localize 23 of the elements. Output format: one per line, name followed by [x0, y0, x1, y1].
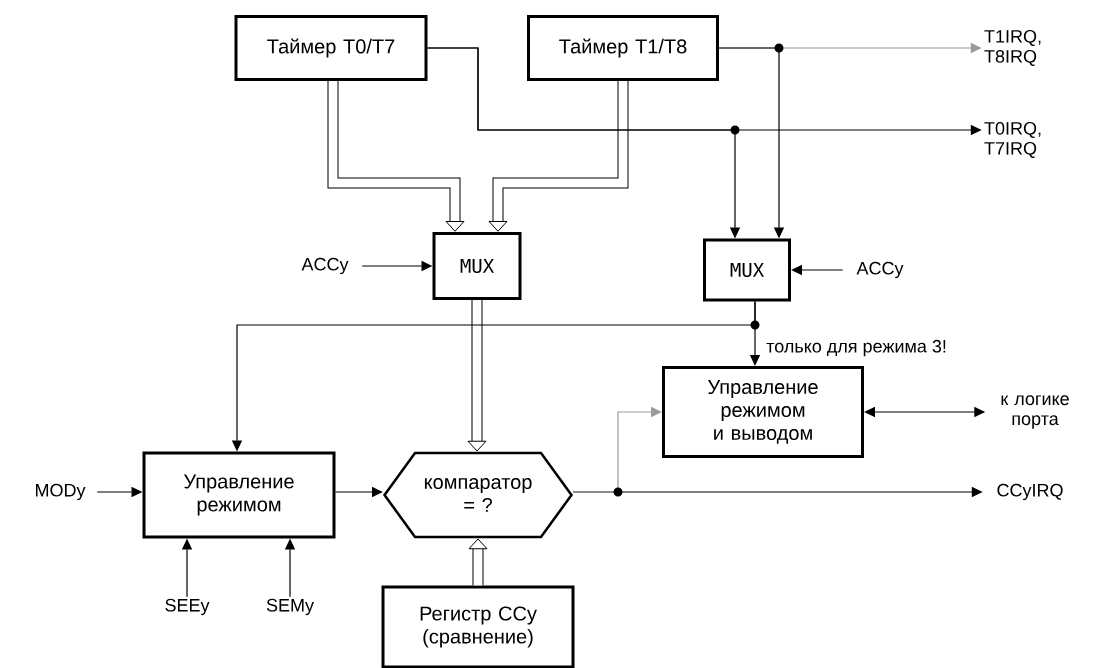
signal-label: T1IRQ, T8IRQ [984, 30, 1041, 66]
signal-label: ACCy [301, 257, 349, 275]
register-box: Регистр CCy (сравнение) [381, 585, 575, 668]
signal-label: к логике порта [1001, 395, 1069, 429]
signal-label: T0IRQ, T7IRQ [984, 122, 1041, 158]
bus-arrow [467, 300, 487, 452]
process-box: Управление режимом [142, 451, 336, 539]
comparator-hexagon: компаратор = ? [382, 451, 574, 539]
bus-arrow [468, 538, 488, 586]
process-box: Управление режимом и выводом [662, 366, 864, 458]
signal-label: SEMy [266, 598, 314, 616]
signal-label: SEEy [165, 598, 210, 616]
timer-box: Таймер T1/T8 [527, 15, 719, 81]
edge-label: только для режима 3! [765, 338, 948, 358]
multiplexer-box: MUX [432, 232, 522, 300]
bus-arrow [488, 81, 629, 232]
multiplexer-box: MUX [703, 238, 791, 302]
signal-label: MODy [36, 483, 86, 501]
signal-label: CCyIRQ [997, 483, 1063, 501]
bus-arrow [327, 81, 465, 232]
arrow [572, 406, 662, 493]
signal-label: ACCy [856, 261, 904, 279]
timer-box: Таймер T0/T7 [234, 15, 428, 81]
